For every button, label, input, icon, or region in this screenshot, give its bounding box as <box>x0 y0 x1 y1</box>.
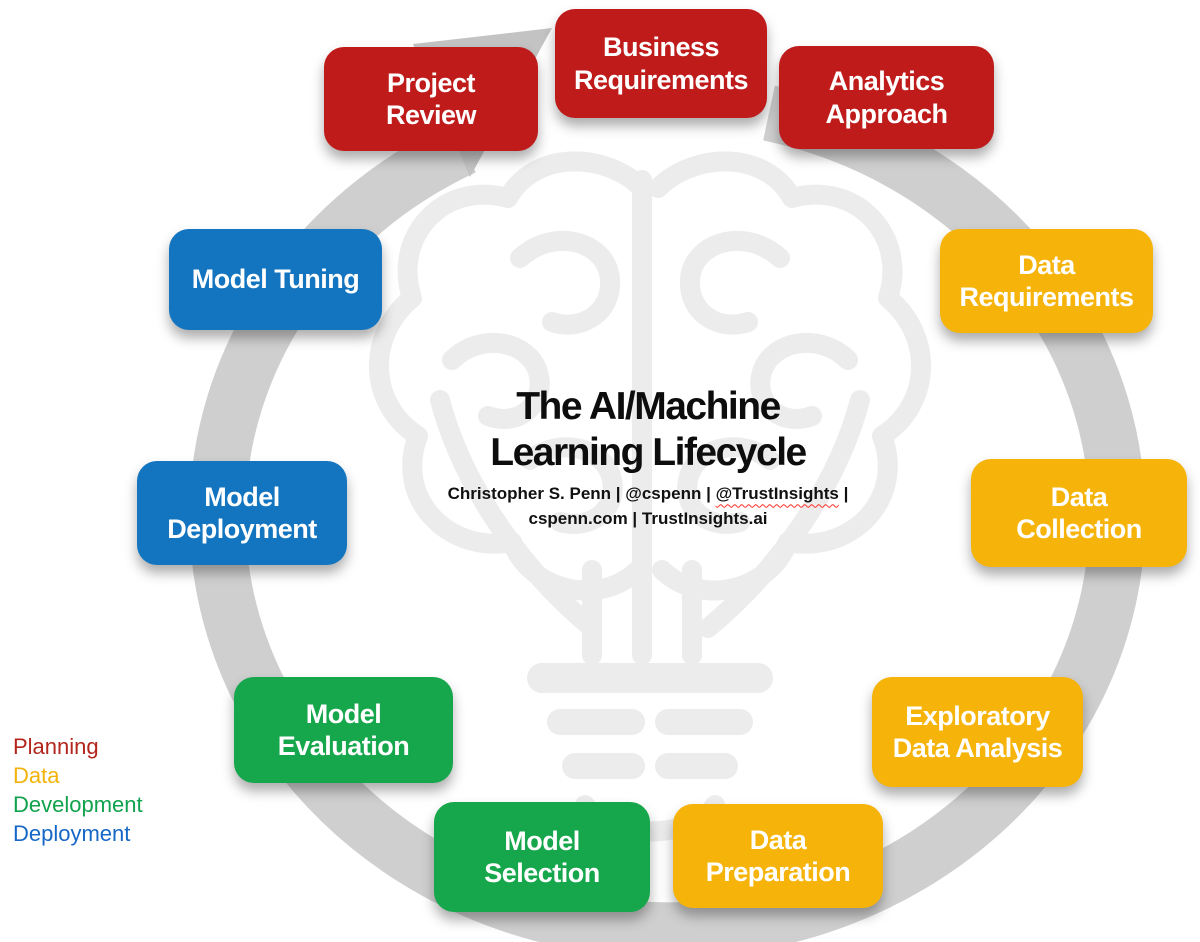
legend-item-planning: Planning <box>13 734 99 759</box>
stage-data-preparation: Data Preparation <box>673 804 883 908</box>
stage-data-requirements: Data Requirements <box>940 229 1153 333</box>
stage-exploratory-data-analysis: Exploratory Data Analysis <box>872 677 1083 787</box>
legend-item-deployment: Deployment <box>13 821 131 846</box>
legend-item-development: Development <box>13 792 143 817</box>
stage-project-review: Project Review <box>324 47 538 151</box>
stage-label: Analytics Approach <box>825 66 948 129</box>
stage-label: Data Preparation <box>705 824 851 887</box>
stage-label: Exploratory Data Analysis <box>892 700 1063 763</box>
stage-label: Model Selection <box>484 825 600 888</box>
page-title-line1: The AI/Machine <box>516 385 781 428</box>
stage-model-selection: Model Selection <box>434 802 650 912</box>
attribution-trustinsights-handle: @TrustInsights <box>715 484 839 504</box>
legend: Planning Data Development Deployment <box>13 732 143 848</box>
attribution: Christopher S. Penn | @cspenn | @TrustIn… <box>416 482 880 531</box>
attribution-suffix: | <box>838 484 849 504</box>
cycle-arrow-ring <box>189 85 1146 942</box>
legend-item-data: Data <box>13 763 60 788</box>
attribution-prefix: Christopher S. Penn | @cspenn | <box>447 484 716 504</box>
stage-label: Data Collection <box>1016 481 1142 544</box>
stage-data-collection: Data Collection <box>971 459 1187 567</box>
stage-model-tuning: Model Tuning <box>169 229 382 330</box>
stage-label: Data Requirements <box>959 249 1134 312</box>
stage-label: Model Tuning <box>191 264 360 295</box>
stage-label: Business Requirements <box>573 32 749 95</box>
stage-analytics-approach: Analytics Approach <box>779 46 994 149</box>
title-block: The AI/Machine Learning Lifecycle Christ… <box>416 384 880 532</box>
brain-lightbulb-icon <box>369 161 921 842</box>
stage-label: Model Evaluation <box>277 698 410 761</box>
stage-label: Model Deployment <box>167 481 317 544</box>
stage-label: Project Review <box>385 67 477 130</box>
stage-business-requirements: Business Requirements <box>555 9 767 118</box>
page-title-line2: Learning Lifecycle <box>490 430 807 474</box>
stage-model-deployment: Model Deployment <box>137 461 347 565</box>
attribution-line2: cspenn.com | TrustInsights.ai <box>528 508 768 528</box>
stage-model-evaluation: Model Evaluation <box>234 677 453 783</box>
